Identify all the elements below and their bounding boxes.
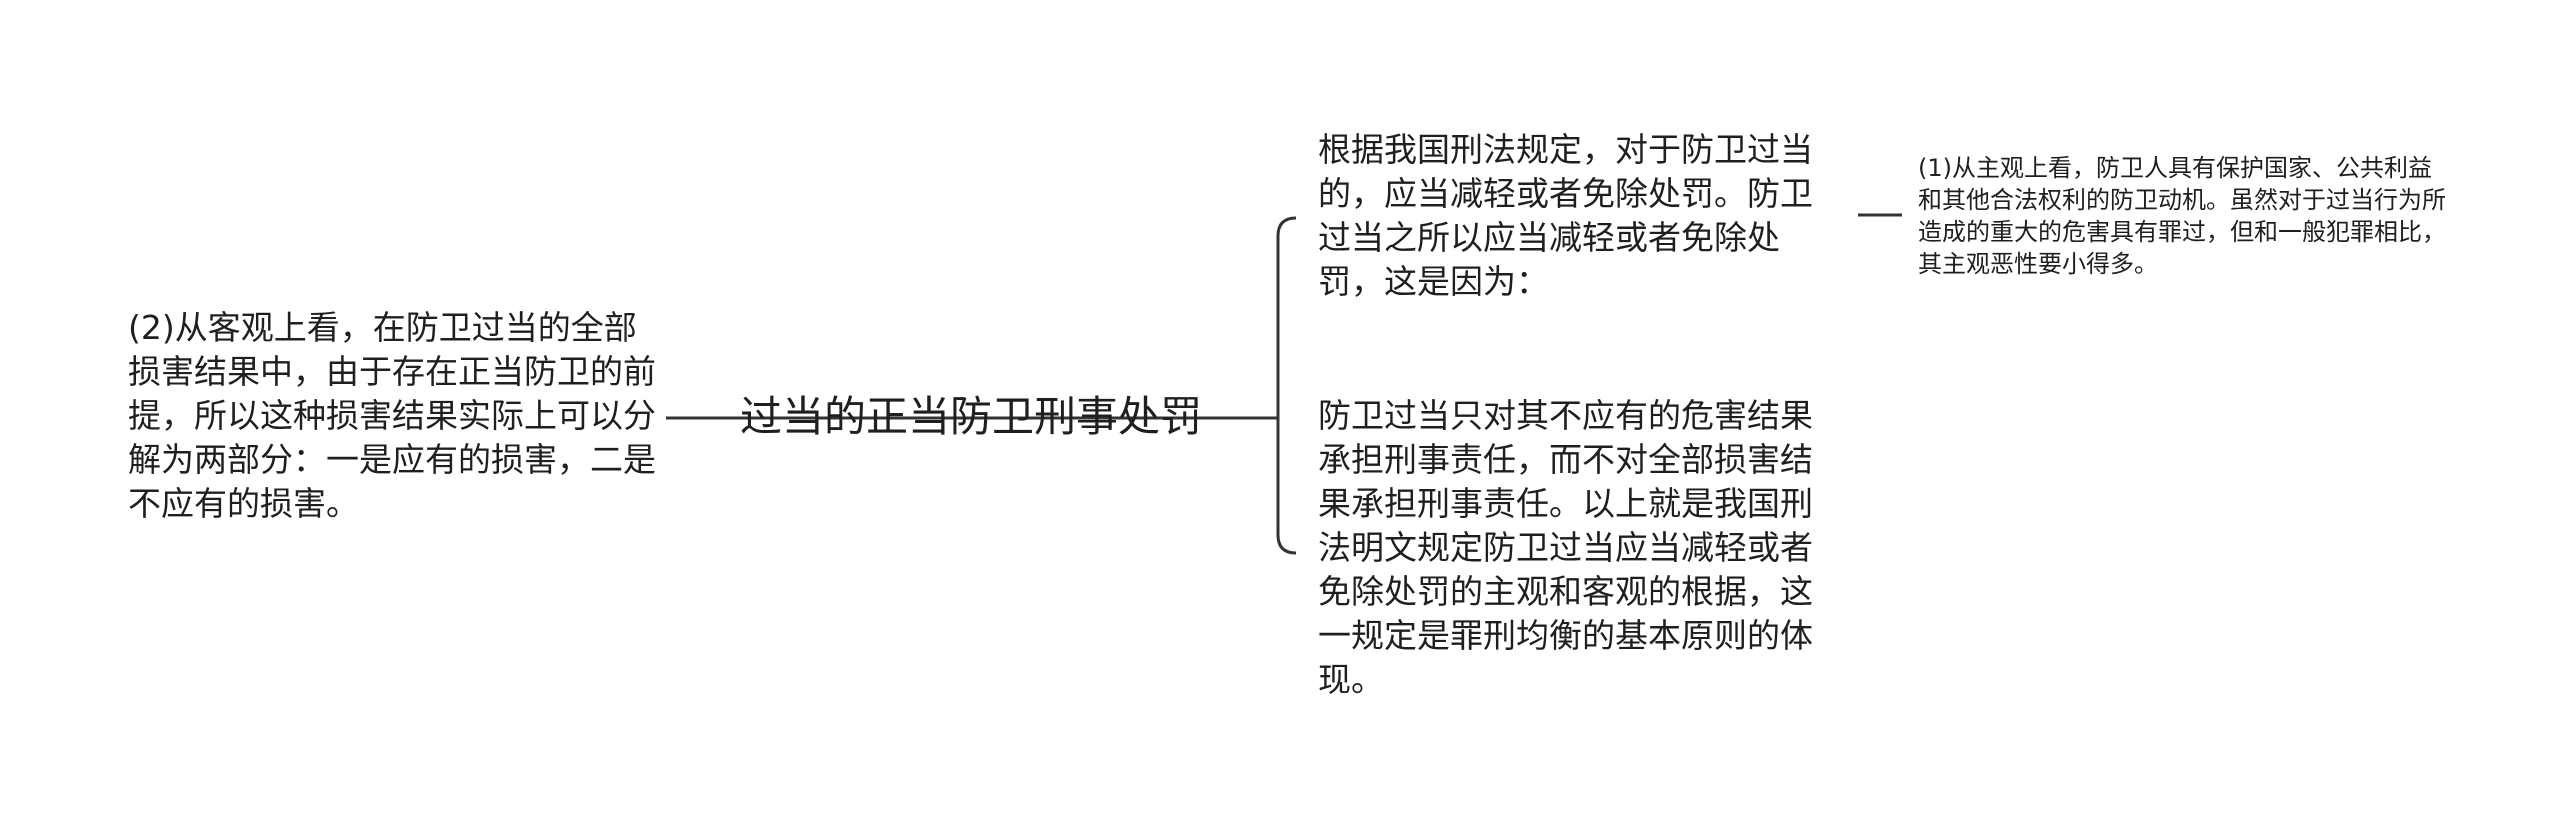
right-branch-node-1: 根据我国刑法规定，对于防卫过当的，应当减轻或者免除处罚。防卫过当之所以应当减轻或… (1318, 130, 1813, 301)
far-right-branch-node: (1)从主观上看，防卫人具有保护国家、公共利益和其他合法权利的防卫动机。虽然对于… (1918, 154, 2446, 278)
left-branch-node: (2)从客观上看，在防卫过当的全部损害结果中，由于存在正当防卫的前提，所以这种损… (128, 308, 656, 523)
right-bracket (1276, 216, 1297, 555)
root-node: 过当的正当防卫刑事处罚 (740, 392, 1203, 441)
right-branch-node-2: 防卫过当只对其不应有的危害结果承担刑事责任，而不对全部损害结果承担刑事责任。以上… (1318, 396, 1813, 699)
